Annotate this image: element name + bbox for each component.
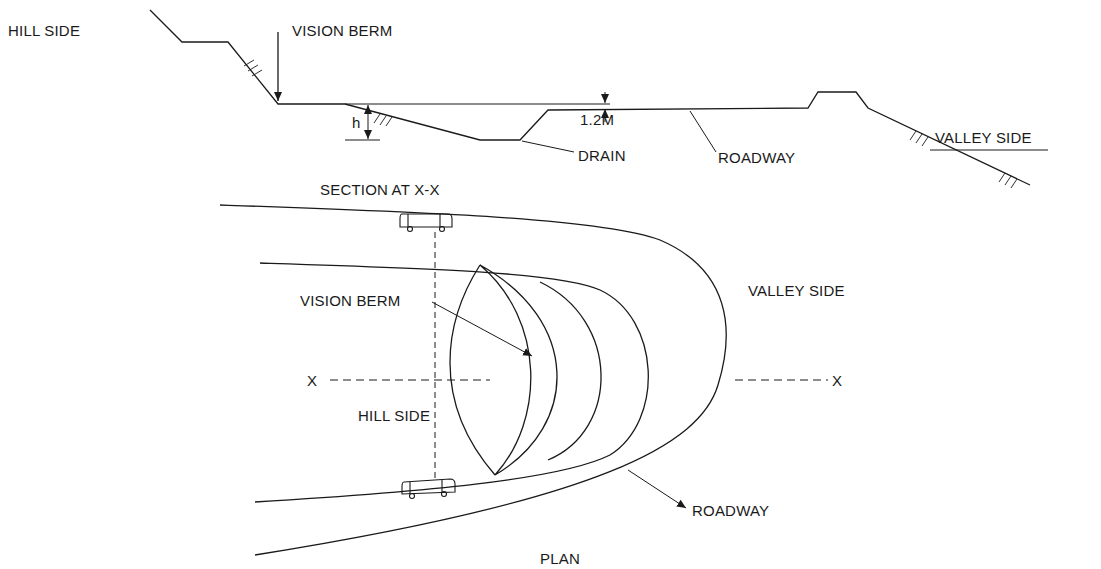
text-label: X bbox=[307, 373, 317, 388]
leader-line bbox=[522, 141, 574, 152]
text-label: 1.2M bbox=[580, 112, 614, 127]
slope-hatch bbox=[244, 60, 1017, 188]
section-line bbox=[735, 380, 828, 381]
road-inner-edge bbox=[255, 263, 648, 502]
dimension-arrow bbox=[368, 122, 369, 139]
vehicle-symbol bbox=[400, 214, 452, 232]
text-label: VALLEY SIDE bbox=[935, 130, 1032, 145]
text-label: HILL SIDE bbox=[358, 408, 430, 423]
vision-berm-crescent bbox=[450, 265, 495, 475]
text-label: PLAN bbox=[540, 551, 580, 566]
text-label: HILL SIDE bbox=[8, 23, 80, 38]
vision-berm-crescent bbox=[480, 265, 557, 475]
vehicle-symbol bbox=[402, 479, 455, 499]
dimension-line bbox=[345, 104, 610, 105]
text-label: SECTION AT X-X bbox=[320, 182, 440, 197]
text-label: DRAIN bbox=[578, 148, 626, 163]
text-label: ROADWAY bbox=[718, 150, 795, 165]
road-outer-edge bbox=[220, 205, 726, 555]
text-label: VISION BERM bbox=[292, 23, 393, 38]
leader-line bbox=[432, 302, 532, 356]
sight-line bbox=[435, 232, 436, 482]
drain-edge bbox=[540, 282, 601, 460]
berm-arrow bbox=[277, 32, 278, 101]
text-label: h bbox=[352, 115, 361, 130]
leader-line bbox=[690, 111, 716, 152]
text-label: ROADWAY bbox=[692, 503, 769, 518]
text-label: VALLEY SIDE bbox=[748, 283, 845, 298]
leader-line bbox=[628, 470, 686, 508]
dimension-arrow bbox=[368, 105, 369, 122]
text-label: X bbox=[832, 373, 842, 388]
leader-line bbox=[930, 150, 1048, 151]
text-label: VISION BERM bbox=[300, 293, 401, 308]
ground-profile bbox=[150, 10, 1030, 185]
section-line bbox=[330, 380, 490, 381]
dimension-arrow bbox=[605, 92, 606, 103]
dimension-line bbox=[345, 140, 380, 141]
